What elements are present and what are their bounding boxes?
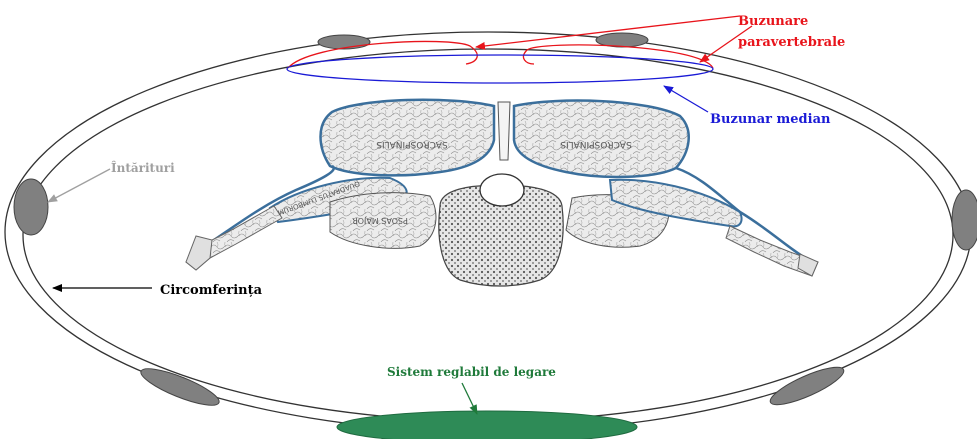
closure-arrow	[462, 383, 477, 414]
reinforcement-pad-bottom-right	[766, 361, 847, 412]
anatomy-cross-section: SACROSPINALIS SACROSPINALIS PSOAS MAJOR …	[186, 100, 818, 286]
spinous-process	[498, 102, 510, 160]
abdominal-tip-left	[186, 236, 212, 270]
reinforcement-pad-bottom-left	[137, 362, 222, 412]
paravertebral-label-line2: paravertebrale	[738, 35, 845, 50]
reinforcement-pad-top-left	[318, 35, 370, 49]
psoas-label: PSOAS MAJOR	[352, 216, 408, 225]
paravertebral-label-line1: Buzunare	[738, 14, 808, 29]
reinforcement-pad-right	[952, 190, 977, 250]
abdominal-tip-right	[798, 254, 818, 276]
closure-label: Sistem reglabil de legare	[387, 365, 556, 379]
sacrospinalis-left	[321, 100, 495, 176]
median-label: Buzunar median	[710, 112, 831, 127]
spinal-canal	[480, 174, 524, 206]
reinforcement-arrow	[48, 169, 110, 202]
sacrospinalis-label-left: SACROSPINALIS	[376, 139, 448, 149]
sacrospinalis-right	[514, 101, 689, 177]
adjustable-closure	[337, 411, 637, 439]
reinforcement-pad-left	[14, 179, 48, 235]
median-pocket	[287, 55, 713, 83]
sacrospinalis-label-right: SACROSPINALIS	[560, 139, 632, 149]
circumference-label: Circomferința	[160, 283, 263, 298]
median-arrow	[664, 86, 708, 112]
reinforcements-label: Întărituri	[111, 160, 175, 175]
